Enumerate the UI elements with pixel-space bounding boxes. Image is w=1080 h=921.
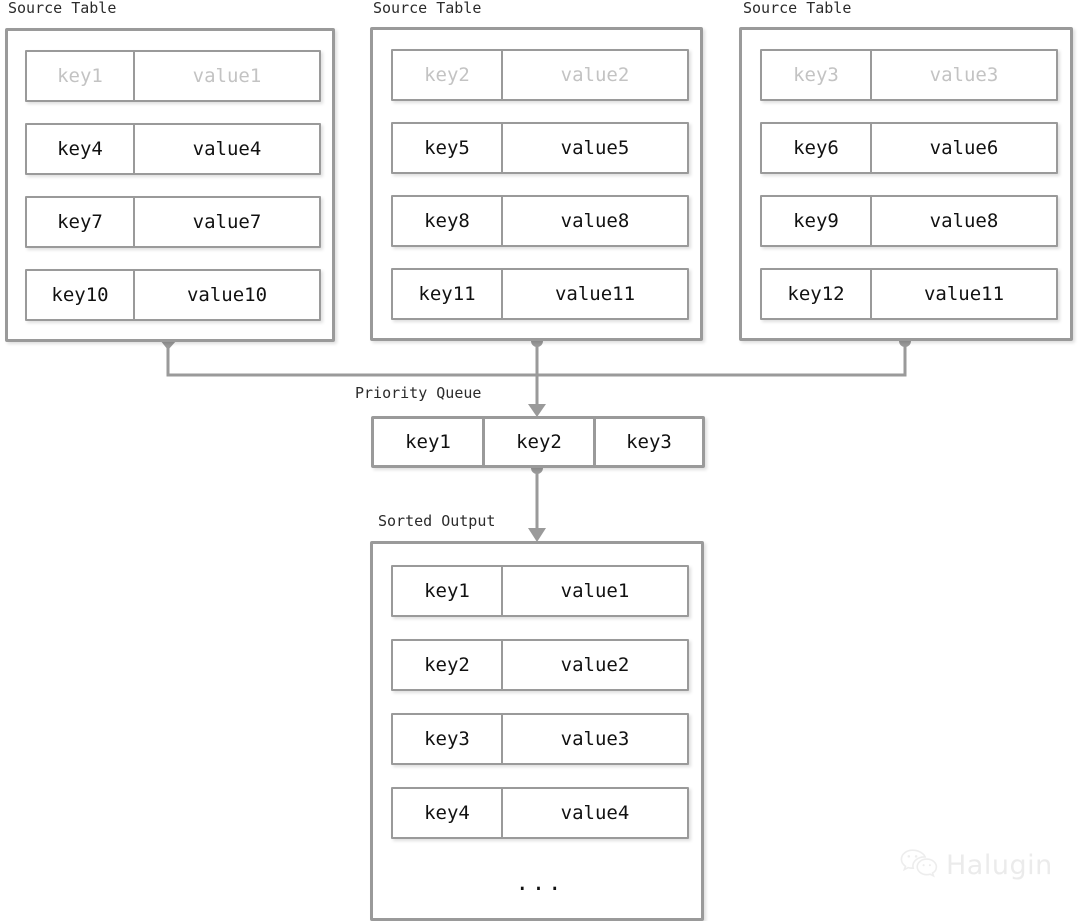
- source-table-3-label: Source Table: [743, 0, 852, 17]
- row-value: value7: [192, 211, 262, 233]
- table-row: key2 value2: [391, 49, 689, 101]
- row-key: key3: [393, 715, 503, 763]
- row-value: value3: [560, 728, 630, 750]
- row-key: key10: [27, 271, 135, 319]
- priority-queue-label: Priority Queue: [355, 384, 482, 402]
- table-row: key3 value3: [391, 713, 689, 765]
- row-value: value4: [560, 802, 630, 824]
- row-value: value2: [560, 64, 630, 86]
- table-row: key10 value10: [25, 269, 321, 321]
- watermark-text: Halugin: [946, 849, 1053, 881]
- row-value: value3: [929, 64, 999, 86]
- table-row: key2 value2: [391, 639, 689, 691]
- row-value: value6: [929, 137, 999, 159]
- row-value: value8: [929, 210, 999, 232]
- source-table-2-label: Source Table: [373, 0, 482, 17]
- row-key: key11: [393, 270, 503, 318]
- row-key: key1: [393, 567, 503, 615]
- row-key: key6: [762, 124, 872, 172]
- table-row: key8 value8: [391, 195, 689, 247]
- table-row: key11 value11: [391, 268, 689, 320]
- row-value: value5: [560, 137, 630, 159]
- priority-queue-item: key3: [626, 431, 672, 453]
- table-row: key4 value4: [391, 787, 689, 839]
- row-key: key5: [393, 124, 503, 172]
- row-key: key8: [393, 197, 503, 245]
- table-row: key7 value7: [25, 196, 321, 248]
- wechat-icon: [900, 848, 938, 882]
- priority-queue-item: key2: [485, 419, 596, 465]
- row-key: key2: [393, 641, 503, 689]
- row-value: value10: [186, 284, 268, 306]
- row-value: value2: [560, 654, 630, 676]
- row-key: key9: [762, 197, 872, 245]
- row-key: key4: [393, 789, 503, 837]
- source-table-1-label: Source Table: [8, 0, 117, 17]
- table-row: key6 value6: [760, 122, 1058, 174]
- row-key: key4: [27, 125, 135, 173]
- source-table-1: key1 value1 key4 value4 key7 value7 key1…: [5, 28, 335, 342]
- table-row: key4 value4: [25, 123, 321, 175]
- row-key: key7: [27, 198, 135, 246]
- row-value: value4: [192, 138, 262, 160]
- table-row: key5 value5: [391, 122, 689, 174]
- row-key: key2: [393, 51, 503, 99]
- priority-queue-item: key1: [374, 419, 485, 465]
- table-row: key3 value3: [760, 49, 1058, 101]
- table-row: key12 value11: [760, 268, 1058, 320]
- table-row: key1 value1: [391, 565, 689, 617]
- sorted-output-label: Sorted Output: [378, 512, 496, 530]
- row-value: value1: [192, 65, 262, 87]
- source-table-2: key2 value2 key5 value5 key8 value8 key1…: [370, 27, 703, 341]
- row-value: value1: [560, 580, 630, 602]
- row-value: value11: [554, 283, 636, 305]
- row-value: value8: [560, 210, 630, 232]
- table-row: key9 value8: [760, 195, 1058, 247]
- more-rows-indicator: ...: [515, 871, 565, 896]
- row-key: key1: [27, 52, 135, 100]
- row-key: key12: [762, 270, 872, 318]
- sorted-output-table: key1 value1 key2 value2 key3 value3 key4…: [370, 541, 704, 921]
- watermark: Halugin: [900, 848, 1053, 882]
- row-key: key3: [762, 51, 872, 99]
- priority-queue: key1 key2 key3: [371, 416, 705, 468]
- source-table-3: key3 value3 key6 value6 key9 value8 key1…: [739, 27, 1073, 341]
- table-row: key1 value1: [25, 50, 321, 102]
- row-value: value11: [923, 283, 1005, 305]
